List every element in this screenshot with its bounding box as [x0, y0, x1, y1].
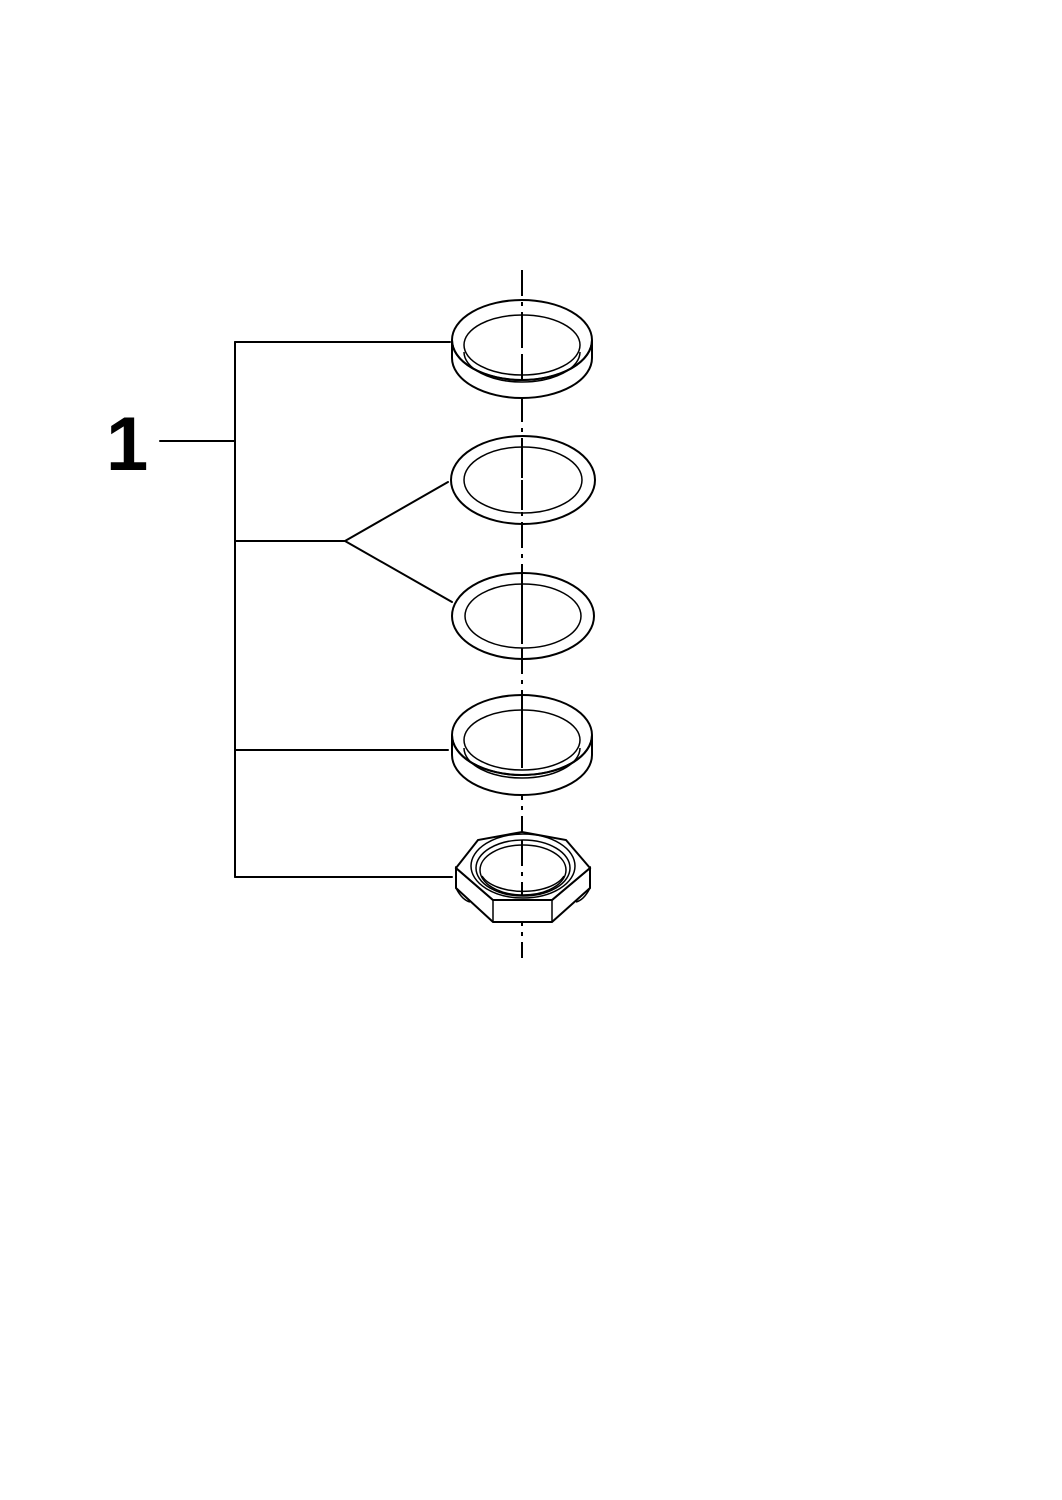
- thick-ring-bottom: [451, 694, 593, 796]
- flat-washer-upper: [450, 435, 596, 525]
- thick-ring-top: [451, 299, 593, 399]
- flat-washer-lower: [451, 572, 595, 660]
- leader-to-upper-washer: [344, 481, 449, 542]
- leader-lines: [159, 341, 453, 878]
- leader-to-lower-washer: [344, 540, 453, 603]
- callout-number: 1: [106, 402, 148, 487]
